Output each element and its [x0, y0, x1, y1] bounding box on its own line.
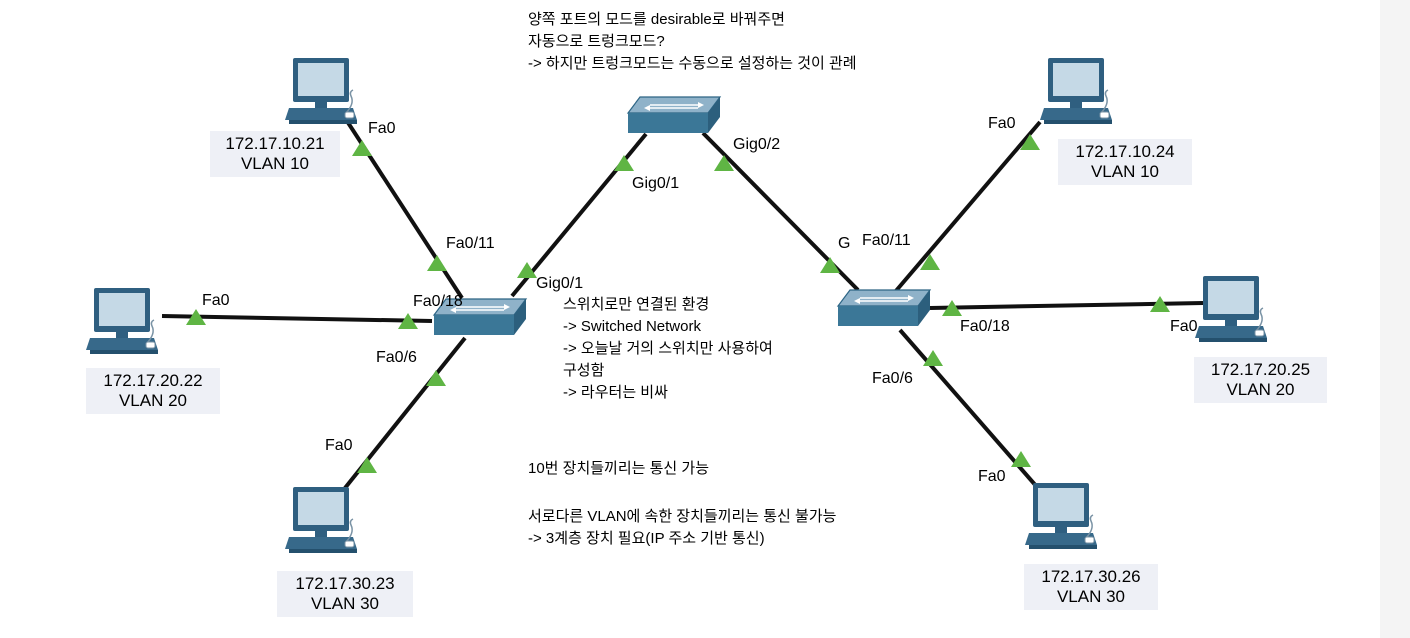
port-label-top-gig1: Gig0/1 [632, 175, 679, 192]
triangle-link-icon [820, 257, 840, 273]
port-label-left-fa11: Fa0/11 [446, 235, 495, 252]
triangle-link-icon [357, 457, 377, 473]
triangle-link-icon [1011, 451, 1031, 467]
port-label-left-fa18: Fa0/18 [413, 293, 463, 310]
port-label-right-fa11: Fa0/11 [862, 232, 911, 249]
host-label-pc2: 172.17.20.22 VLAN 20 [86, 368, 220, 414]
note-line: 10번 장치들끼리는 통신 가능 [528, 460, 709, 477]
note-line: 서로다른 VLAN에 속한 장치들끼리는 통신 불가능 [528, 508, 837, 525]
vlan-label: VLAN 20 [118, 391, 188, 410]
port-label-right-gig: G [838, 235, 850, 252]
note-line: -> 하지만 트렁크모드는 수동으로 설정하는 것이 관례 [528, 55, 857, 72]
vlan-label: VLAN 10 [240, 154, 310, 173]
note-line: 스위치로만 연결된 환경 [563, 296, 710, 313]
note-line: -> 라우터는 비싸 [563, 384, 668, 401]
switch-right-icon[interactable] [837, 289, 931, 327]
host-label-pc3: 172.17.30.23 VLAN 30 [277, 571, 413, 617]
cable-pc4-switch-right[interactable] [893, 120, 1042, 294]
port-markers [186, 134, 1170, 473]
note-trunk-mode: 양쪽 포트의 모드를 desirable로 바꿔주면 자동으로 트렁크모드? -… [528, 9, 857, 75]
triangle-link-icon [942, 300, 962, 316]
cable-pc2-switch-left[interactable] [161, 314, 433, 323]
triangle-link-icon [352, 140, 372, 156]
pc5-icon[interactable] [1194, 275, 1268, 343]
note-switched-network: 스위치로만 연결된 환경 -> Switched Network -> 오늘날 … [563, 294, 773, 404]
triangle-link-icon [517, 262, 537, 278]
port-label-pc2: Fa0 [202, 292, 230, 309]
pc2-icon[interactable] [85, 287, 159, 355]
port-label-top-gig2: Gig0/2 [733, 136, 780, 153]
triangle-link-icon [426, 370, 446, 386]
note-line: -> 오늘날 거의 스위치만 사용하여 [563, 340, 773, 357]
switch-top-icon[interactable] [627, 96, 721, 134]
host-label-pc4: 172.17.10.24 VLAN 10 [1058, 139, 1192, 185]
port-label-right-fa18: Fa0/18 [960, 318, 1010, 335]
port-label-left-gig: Gig0/1 [536, 275, 583, 292]
pc1-icon[interactable] [284, 57, 358, 125]
triangle-link-icon [714, 155, 734, 171]
pc4-icon[interactable] [1039, 57, 1113, 125]
note-line: -> Switched Network [563, 318, 701, 335]
vlan-label: VLAN 30 [1056, 587, 1126, 606]
ip-address: 172.17.20.25 [1210, 360, 1311, 379]
port-label-pc5: Fa0 [1170, 318, 1198, 335]
note-vlan10-communication: 10번 장치들끼리는 통신 가능 [528, 458, 709, 480]
port-label-left-fa6: Fa0/6 [376, 349, 417, 366]
ip-address: 172.17.30.23 [295, 574, 395, 593]
host-label-pc1: 172.17.10.21 VLAN 10 [210, 131, 340, 177]
port-label-pc6: Fa0 [978, 468, 1006, 485]
host-label-pc6: 172.17.30.26 VLAN 30 [1024, 564, 1158, 610]
vlan-label: VLAN 10 [1090, 162, 1160, 181]
triangle-link-icon [614, 155, 634, 171]
triangle-link-icon [920, 254, 940, 270]
note-line: 자동으로 트렁크모드? [528, 33, 665, 50]
port-label-pc1: Fa0 [368, 120, 396, 137]
pc3-icon[interactable] [284, 486, 358, 554]
window-edge-strip [1380, 0, 1410, 638]
triangle-link-icon [427, 255, 447, 271]
note-line: 양쪽 포트의 모드를 desirable로 바꿔주면 [528, 11, 785, 28]
triangle-link-icon [398, 313, 418, 329]
host-label-pc5: 172.17.20.25 VLAN 20 [1194, 357, 1327, 403]
vlan-label: VLAN 20 [1226, 380, 1295, 399]
ip-address: 172.17.30.26 [1041, 567, 1141, 586]
port-label-pc4: Fa0 [988, 115, 1016, 132]
vlan-label: VLAN 30 [310, 594, 380, 613]
port-label-right-fa6: Fa0/6 [872, 370, 913, 387]
port-label-pc3: Fa0 [325, 437, 353, 454]
triangle-link-icon [1020, 134, 1040, 150]
note-inter-vlan: 서로다른 VLAN에 속한 장치들끼리는 통신 불가능 -> 3계층 장치 필요… [528, 506, 836, 550]
ip-address: 172.17.10.24 [1075, 142, 1175, 161]
cable-pc6-switch-right[interactable] [898, 328, 1039, 489]
triangle-link-icon [186, 309, 206, 325]
note-line: 구성함 [563, 362, 605, 379]
ip-address: 172.17.10.21 [225, 134, 325, 153]
pc6-icon[interactable] [1024, 482, 1098, 550]
ip-address: 172.17.20.22 [103, 371, 203, 390]
triangle-link-icon [1150, 296, 1170, 312]
note-line: -> 3계층 장치 필요(IP 주소 기반 통신) [528, 530, 765, 547]
triangle-link-icon [923, 350, 943, 366]
